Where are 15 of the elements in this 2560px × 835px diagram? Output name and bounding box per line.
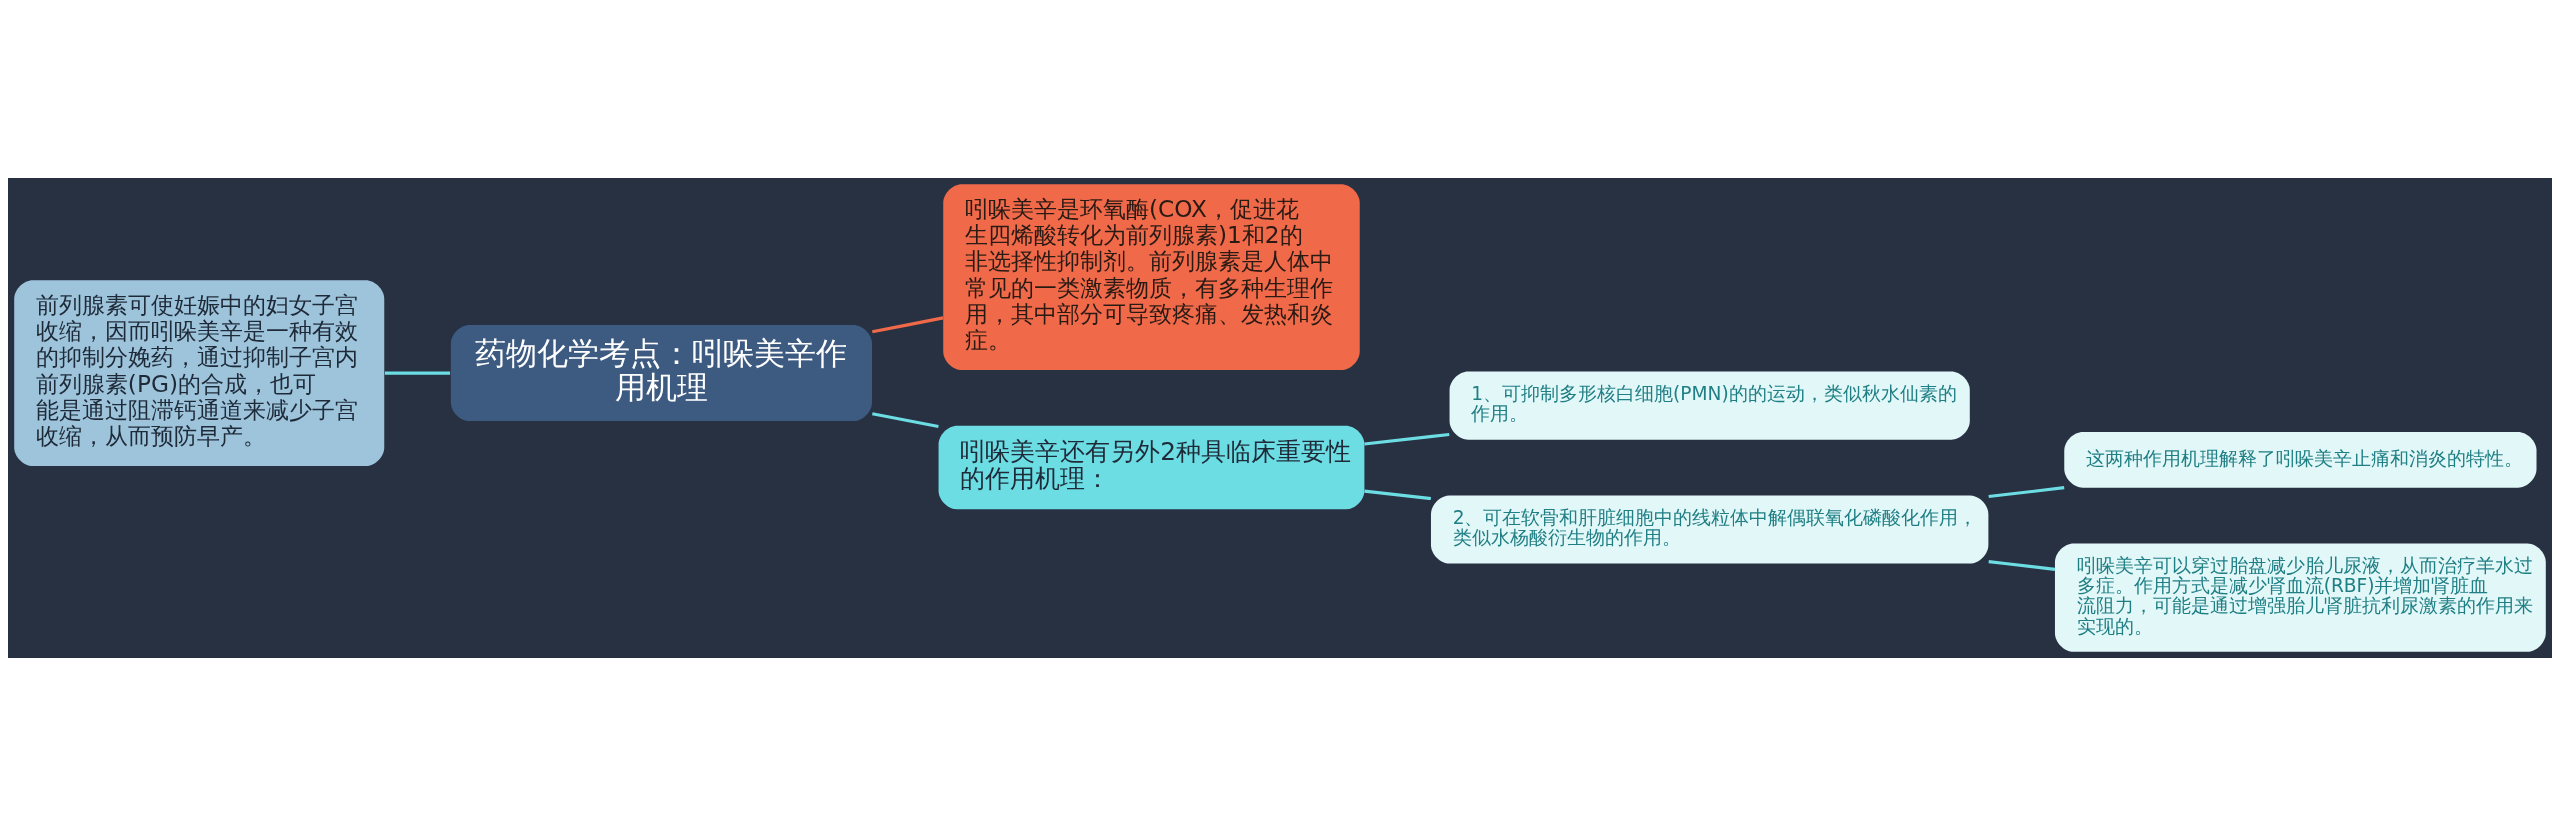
- node-box: 吲哚美辛还有另外2种具临床重要性的作用机理：: [938, 425, 1365, 509]
- node-box: 2、可在软骨和肝脏细胞中的线粒体中解偶联氧化磷酸化作用，类似水杨酸衍生物的作用。: [1430, 494, 1989, 564]
- node-box: 前列腺素可使妊娠中的妇女子宫收缩，因而吲哚美辛是一种有效的抑制分娩药，通过抑制子宫内前列腺素(PG)的合成，也可能是通过阻滞钙通道来减少子宫收缩，从而预防早产。: [14, 279, 385, 466]
- connector: [872, 411, 939, 428]
- connector: [1364, 489, 1432, 500]
- node-box: 这两种作用机理解释了吲哚美辛止痛和消炎的特性。: [2064, 431, 2537, 488]
- connector: [872, 315, 944, 333]
- node-box: 药物化学考点：吲哚美辛作用机理: [450, 324, 872, 421]
- connector: [1988, 485, 2065, 498]
- node-box: 1、可抑制多形核白细胞(PMN)的的运动，类似秋水仙素的作用。: [1449, 371, 1970, 440]
- node-box: 吲哚美辛可以穿过胎盘减少胎儿尿液，从而治疗羊水过多症。作用方式是减少肾血流(RBF)并增加肾脏血流阻力，可能是通过增强胎儿肾脏抗利尿激素的作用来实现的。: [2054, 542, 2546, 652]
- connector: [1364, 432, 1450, 445]
- connector: [1988, 559, 2056, 571]
- node-box: 吲哚美辛是环氧酶(COX，促进花生四烯酸转化为前列腺素)1和2的非选择性抑制剂。前列腺素是人体中常见的一类激素物质，有多种生理作用，其中部分可导致疼痛、发热和炎症。: [943, 183, 1360, 370]
- connector: [384, 371, 451, 375]
